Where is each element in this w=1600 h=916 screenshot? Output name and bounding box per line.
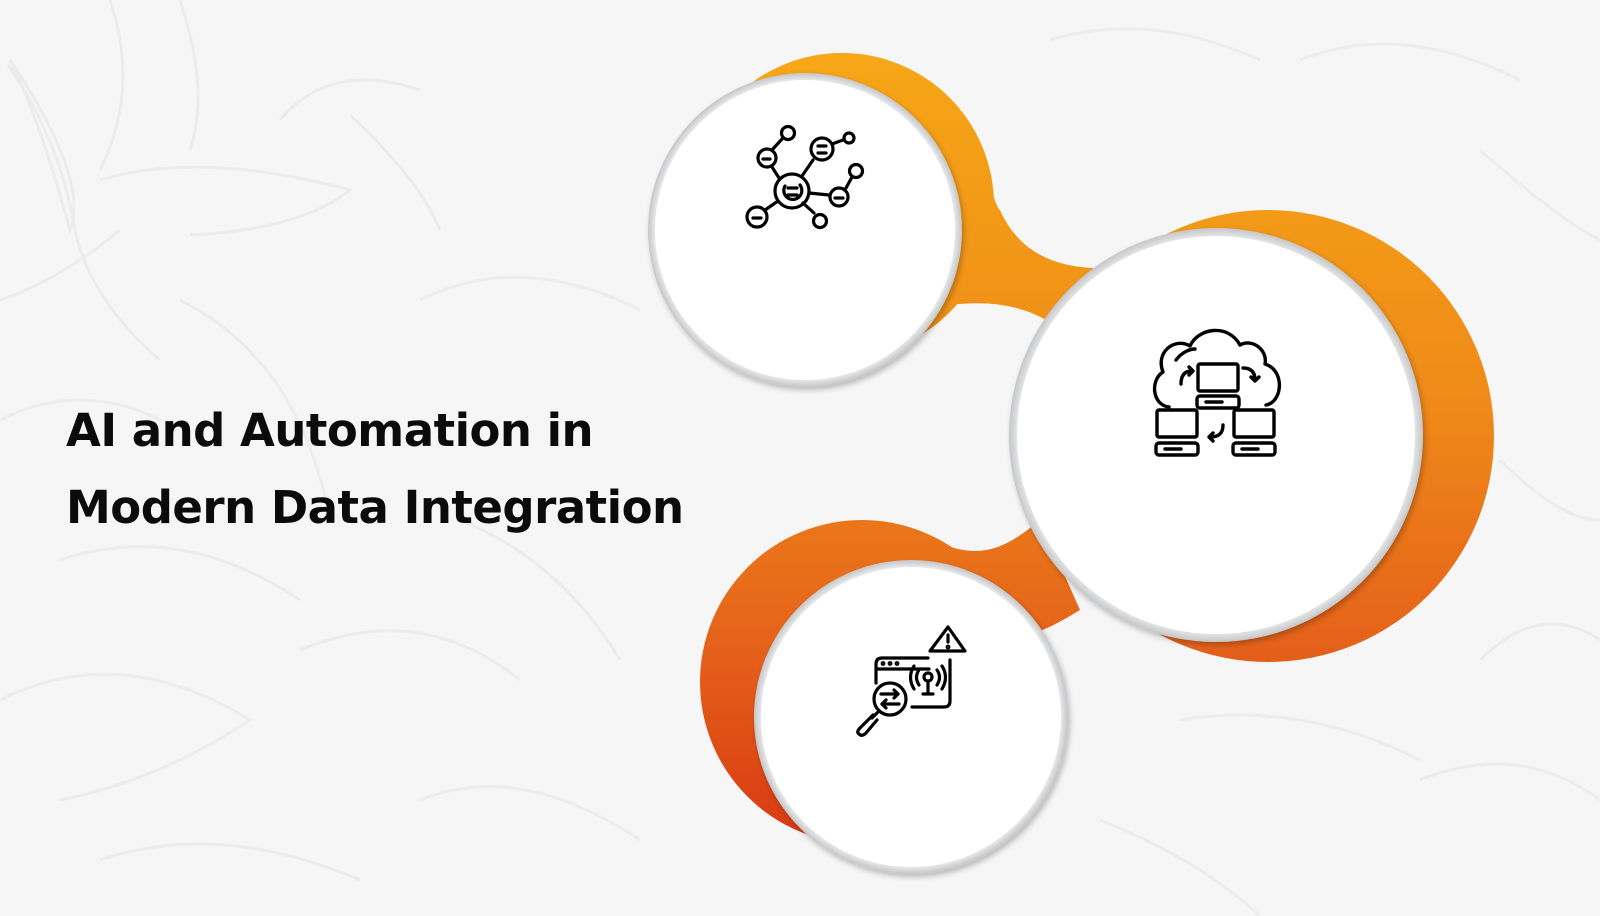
node-network[interactable] <box>648 73 962 387</box>
network-monitoring-alert-icon <box>856 625 967 737</box>
network-nodes-icon <box>745 124 865 230</box>
node-monitoring[interactable] <box>754 560 1068 874</box>
title-line-2: Modern Data Integration <box>66 481 684 534</box>
page-title: AI and Automation in Modern Data Integra… <box>66 392 684 546</box>
title-line-1: AI and Automation in <box>66 404 594 457</box>
cloud-computers-sync-icon <box>1153 328 1281 457</box>
